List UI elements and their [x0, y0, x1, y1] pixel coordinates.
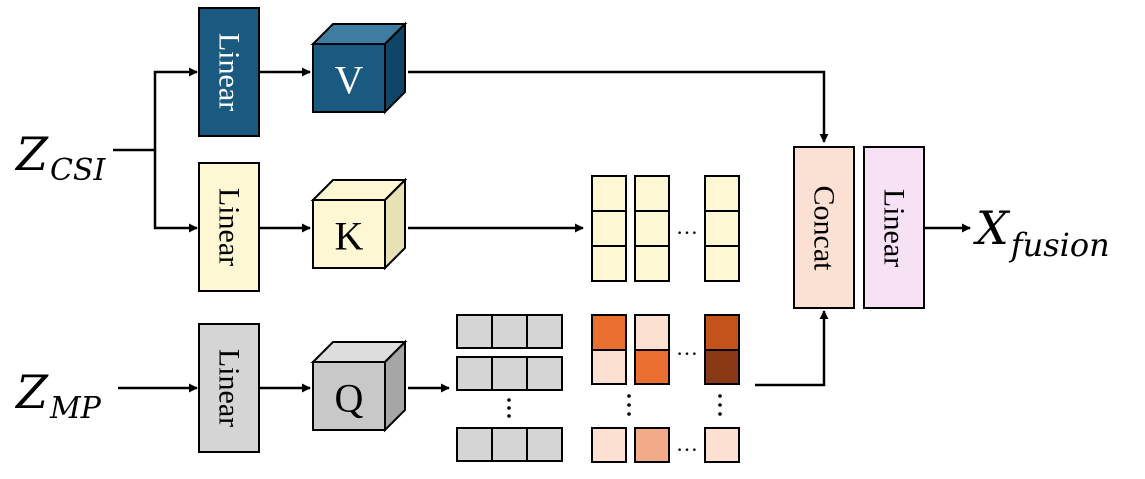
- query-row-1: [456, 314, 563, 349]
- v-cube: V: [310, 21, 408, 115]
- z-mp-subscript: MP: [49, 391, 102, 426]
- attention-vertical-ellipsis-1: [627, 394, 631, 416]
- x-fusion-label: Xfusion: [973, 201, 1110, 264]
- key-grid: [591, 175, 740, 282]
- linear-out-label: Linear: [878, 189, 911, 267]
- concat-label: Concat: [808, 186, 841, 272]
- linear-out-block: Linear: [863, 146, 925, 309]
- k-cube: K: [310, 177, 408, 271]
- z-mp-label: ZMP: [14, 365, 102, 426]
- arrow-v-to-concat: [408, 70, 829, 143]
- attention-column-n: [704, 314, 740, 463]
- linear-v-label: Linear: [213, 33, 246, 111]
- query-grid: [456, 314, 563, 462]
- attention-ellipsis-top: …: [676, 335, 698, 360]
- arrow-attention-to-concat: [755, 310, 829, 387]
- key-column-2: [634, 175, 670, 282]
- concat-block: Concat: [793, 146, 855, 309]
- key-column-n: [704, 175, 740, 282]
- connectors: [113, 67, 971, 393]
- z-csi-label: ZCSI: [14, 127, 106, 188]
- linear-q-label: Linear: [213, 349, 246, 427]
- linear-v-block: Linear: [198, 7, 260, 137]
- linear-q-block: Linear: [198, 323, 260, 453]
- q-cube: Q: [310, 339, 408, 433]
- attention-column-1: [591, 314, 627, 463]
- linear-k-block: Linear: [198, 162, 260, 292]
- q-label: Q: [335, 376, 364, 421]
- attention-ellipsis-bottom: …: [676, 431, 698, 456]
- v-label: V: [335, 58, 364, 103]
- attention-grid: [591, 314, 740, 463]
- linear-k-label: Linear: [213, 188, 246, 266]
- query-row-2: [456, 356, 563, 391]
- attention-vertical-ellipsis-2: [718, 394, 722, 416]
- z-csi-subscript: CSI: [50, 153, 107, 188]
- arrow-zcsi-to-linear-k: [153, 150, 198, 233]
- query-row-n: [456, 427, 563, 462]
- key-column-1: [591, 175, 627, 282]
- x-fusion-subscript: fusion: [1009, 226, 1110, 264]
- k-label: K: [335, 214, 364, 259]
- attention-column-2: [634, 314, 670, 463]
- arrow-zcsi-to-linear-v: [113, 67, 198, 152]
- query-vertical-ellipsis: [507, 398, 511, 418]
- key-ellipsis: …: [676, 214, 698, 239]
